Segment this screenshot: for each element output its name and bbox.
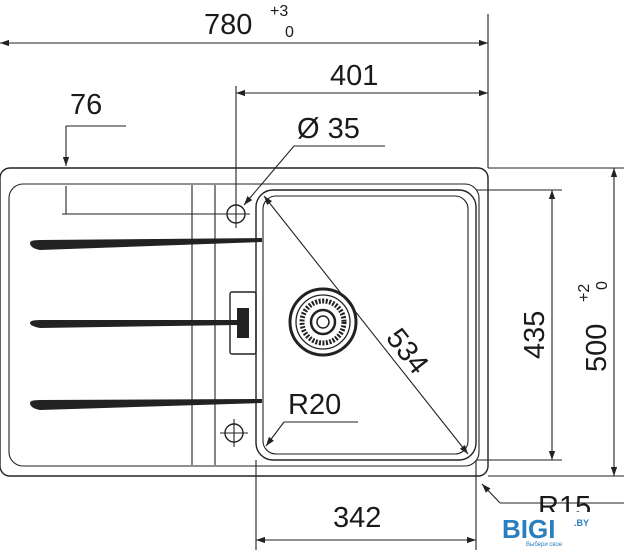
dimension-overall-depth: 500 +2 0 [488, 167, 624, 477]
bowl-width-value: 342 [333, 502, 381, 534]
leader-line [265, 421, 285, 447]
brand-suffix: .BY [574, 518, 589, 528]
overflow-housing [229, 291, 257, 355]
drainboard-rib [30, 399, 262, 410]
dimension-corner-radius: R20 [265, 389, 358, 447]
strainer-center [316, 315, 330, 329]
drain-offset-value: 76 [70, 89, 102, 121]
diagonal-value: 534 [379, 323, 434, 381]
strainer-slots-ring [299, 298, 347, 346]
overflow-slot [229, 291, 257, 355]
tap-hole-bottom [220, 419, 248, 447]
sink-outer-edge [0, 167, 489, 477]
drain-strainer [288, 287, 358, 357]
overall-width-tolerance-lower: 0 [285, 24, 294, 41]
tap-hole-value: Ø 35 [297, 113, 360, 145]
strainer-cup [309, 308, 337, 336]
dimension-drain-offset: 76 [62, 89, 222, 215]
overall-depth-tolerance-upper: +2 [576, 284, 593, 302]
dimension-line [263, 195, 469, 455]
dimension-tap-hole: Ø 35 [243, 113, 385, 206]
bowl-depth-value: 435 [519, 311, 551, 359]
drainboard-rib [30, 238, 262, 250]
leader-line [481, 483, 501, 504]
leader-line [243, 145, 295, 206]
drainboard-ribs [30, 238, 262, 410]
brand-logo: BIGI .BY Выбери свое [498, 512, 618, 548]
dimension-bowl-width: 342 [255, 460, 477, 550]
sink-inner-rim [8, 183, 480, 467]
dimension-bowl-depth: 435 [476, 189, 562, 461]
dimension-overall-width: 780 +3 0 [0, 3, 489, 168]
overall-width-value: 780 [204, 9, 252, 41]
bowl-offset-value: 401 [330, 60, 378, 92]
dimension-bowl-offset: 401 [235, 60, 488, 200]
brand-name: BIGI [502, 514, 555, 544]
overall-width-tolerance-upper: +3 [270, 3, 288, 20]
corner-radius-value: R20 [288, 389, 341, 421]
overall-depth-value: 500 [581, 324, 613, 372]
overflow-opening [237, 308, 249, 338]
overall-depth-tolerance-lower: 0 [594, 281, 611, 290]
brand-tagline: Выбери свое [526, 542, 563, 548]
drainboard-rib [30, 320, 238, 328]
tap-hole-top [222, 200, 250, 228]
